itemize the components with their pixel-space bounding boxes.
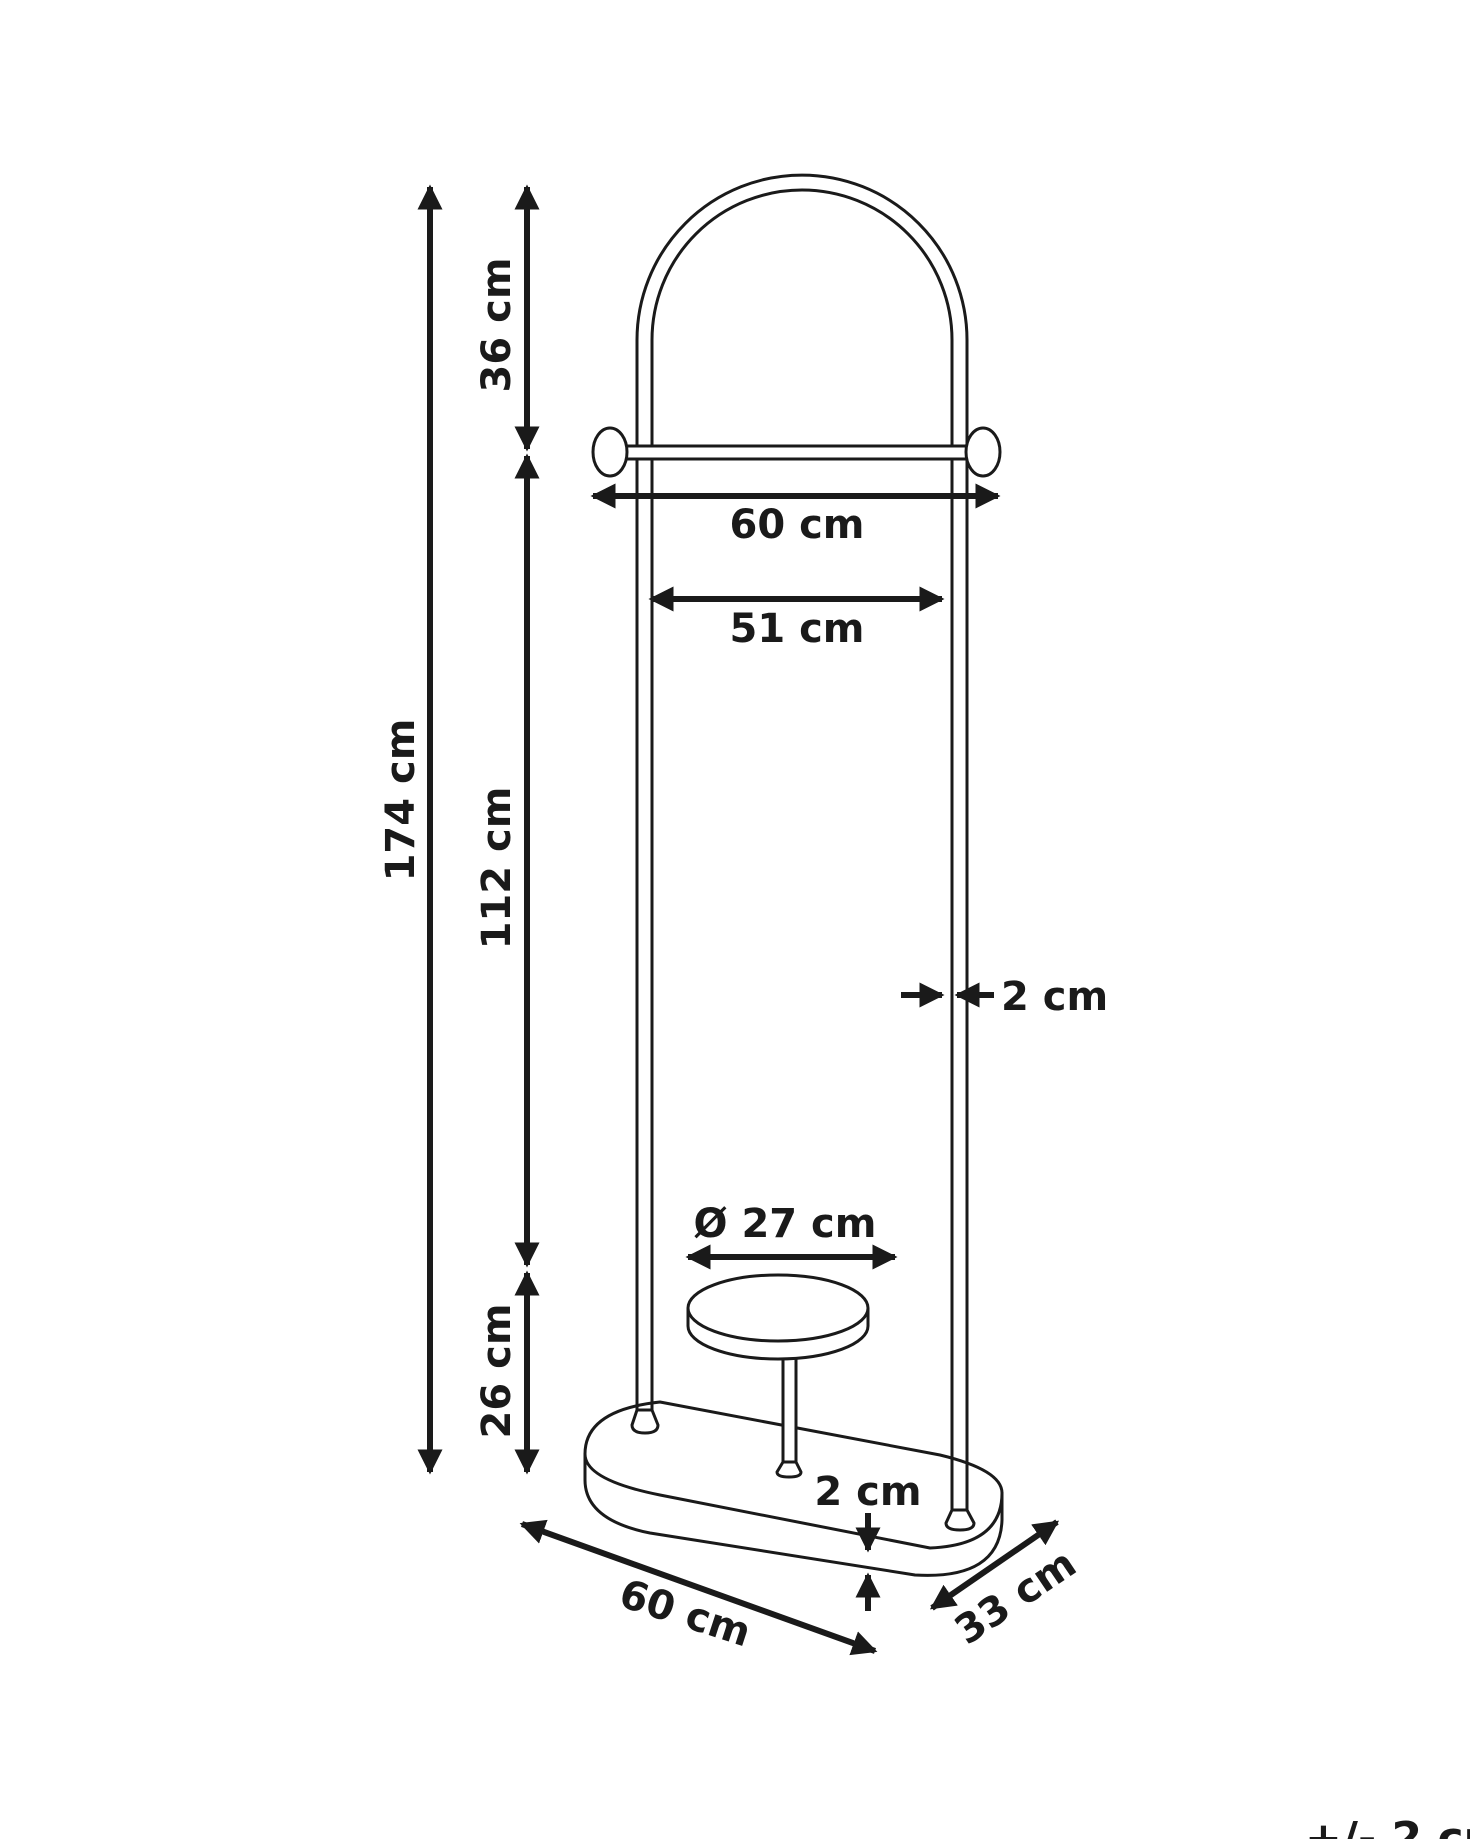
arch-frame-outer	[635, 173, 969, 1514]
inner-width-label: 51 cm	[730, 606, 865, 652]
tube-diameter-label: 2 cm	[1001, 974, 1108, 1020]
dimension-arrows	[417, 184, 1060, 1656]
shelf-diameter-label: Ø 27 cm	[694, 1201, 877, 1247]
middle-height-label: 112 cm	[474, 787, 520, 950]
coat-stand-drawing	[583, 173, 1004, 1577]
dimension-labels: 174 cm 36 cm 112 cm 26 cm 60 cm 51 cm 2 …	[378, 258, 1470, 1839]
arch-frame-inner	[650, 188, 954, 1514]
base-length-arrow	[519, 1519, 878, 1656]
total-height-label: 174 cm	[378, 719, 424, 882]
tolerance-note: +/- 2 cm	[1305, 1813, 1470, 1839]
base-thickness-label: 2 cm	[814, 1469, 921, 1515]
shelf-post-foot	[775, 1460, 803, 1479]
shelf-post	[781, 1341, 798, 1467]
base-depth-arrow	[929, 1519, 1060, 1611]
shelf-top	[686, 1273, 870, 1343]
rail-knob-right	[964, 426, 1002, 478]
arch-height-label: 36 cm	[474, 258, 520, 393]
rail-width-label: 60 cm	[730, 502, 865, 548]
lower-height-label: 26 cm	[474, 1304, 520, 1439]
right-tube-foot	[944, 1508, 976, 1532]
hanging-rail	[610, 444, 974, 461]
left-tube-foot	[630, 1408, 660, 1435]
rail-knob-left	[591, 426, 629, 478]
